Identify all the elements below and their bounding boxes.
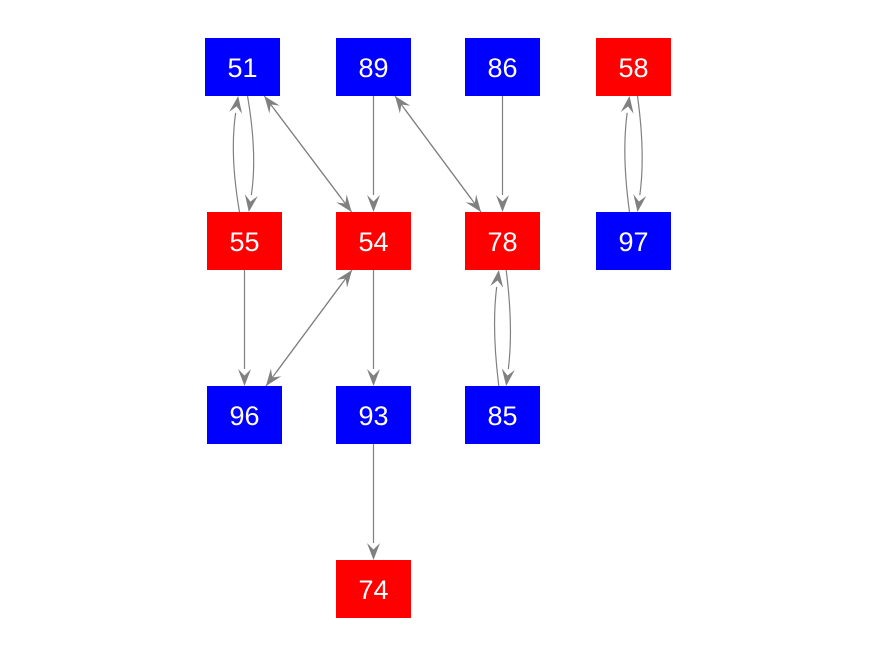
graph-node-label: 89 bbox=[358, 52, 389, 83]
graph-arrowhead-96-to-54 bbox=[336, 270, 352, 288]
graph-arrowhead-93-to-74 bbox=[367, 543, 380, 560]
graph-node-85[interactable]: 85 bbox=[465, 386, 540, 444]
graph-edge-55-to-51 bbox=[232, 112, 241, 213]
graph-node-label: 93 bbox=[358, 400, 389, 431]
graph-node-label: 85 bbox=[487, 400, 518, 431]
graph-edge-97-to-58 bbox=[624, 112, 631, 213]
graph-arrowhead-78-to-89 bbox=[395, 96, 411, 114]
graph-node-55[interactable]: 55 bbox=[207, 212, 282, 270]
graph-node-74[interactable]: 74 bbox=[336, 560, 411, 618]
graph-edge-96-to-54 bbox=[265, 283, 343, 387]
graph-node-96[interactable]: 96 bbox=[207, 386, 282, 444]
graph-node-label: 78 bbox=[487, 226, 518, 257]
graph-node-label: 54 bbox=[358, 226, 389, 257]
graph-node-label: 97 bbox=[618, 226, 649, 257]
graph-node-54[interactable]: 54 bbox=[336, 212, 411, 270]
graph-arrowhead-85-to-78 bbox=[490, 270, 504, 288]
graph-node-label: 51 bbox=[227, 52, 258, 83]
graph-arrowhead-97-to-58 bbox=[620, 96, 634, 114]
graph-node-93[interactable]: 93 bbox=[336, 386, 411, 444]
graph-node-label: 96 bbox=[229, 400, 260, 431]
graph-node-58[interactable]: 58 bbox=[596, 38, 671, 96]
graph-arrowhead-55-to-96 bbox=[238, 369, 251, 386]
graph-node-label: 74 bbox=[358, 574, 389, 605]
graph-edge-85-to-78 bbox=[493, 286, 500, 387]
edges-group bbox=[229, 95, 647, 560]
graph-node-label: 58 bbox=[618, 52, 649, 83]
graph-node-86[interactable]: 86 bbox=[465, 38, 540, 96]
graph-arrowhead-58-to-97 bbox=[633, 194, 647, 212]
graph-edge-78-to-89 bbox=[404, 109, 482, 213]
graph-node-97[interactable]: 97 bbox=[596, 212, 671, 270]
graph-arrowhead-78-to-85 bbox=[501, 368, 515, 386]
graph-node-label: 86 bbox=[487, 52, 518, 83]
graph-node-78[interactable]: 78 bbox=[465, 212, 540, 270]
graph-edge-54-to-51 bbox=[274, 109, 353, 213]
graph-node-51[interactable]: 51 bbox=[205, 38, 280, 96]
graph-arrowhead-54-to-93 bbox=[367, 369, 380, 386]
graph-node-89[interactable]: 89 bbox=[336, 38, 411, 96]
graph-arrowhead-89-to-54 bbox=[367, 195, 380, 212]
graph-arrowhead-86-to-78 bbox=[496, 195, 509, 212]
graph-edge-78-to-85 bbox=[505, 269, 512, 370]
graph-arrowhead-55-to-51 bbox=[229, 96, 243, 114]
graph-edge-58-to-97 bbox=[636, 95, 643, 196]
graph-arrowhead-54-to-51 bbox=[264, 96, 280, 114]
graph-arrowhead-51-to-55 bbox=[244, 194, 258, 212]
graph-edge-51-to-55 bbox=[246, 95, 255, 196]
graph-node-label: 55 bbox=[229, 226, 260, 257]
